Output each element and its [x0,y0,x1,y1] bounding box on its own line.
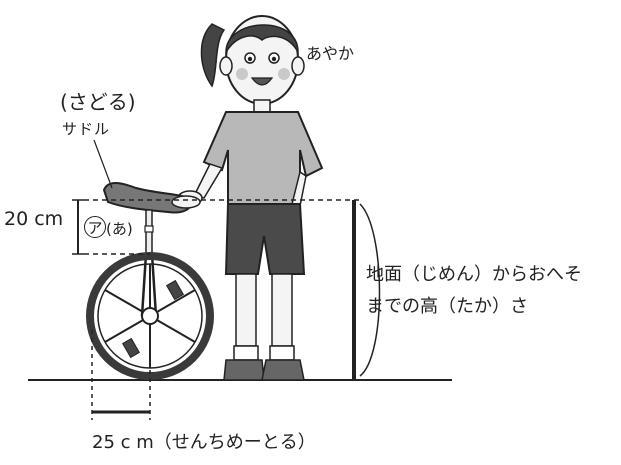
saddle-label: サドル [62,120,111,138]
dimension-25-label: 25 c m（せんちめーとる） [92,432,316,453]
girl-figure-icon [177,15,324,381]
dimension-20-label: 20 cm [4,208,64,230]
unicycle-icon [86,182,214,380]
dimension-25-bracket [91,330,151,420]
saddle-reading-label: (さどる) [60,90,136,114]
height-label-line2: までの高（たか）さ [366,296,528,317]
girl-name-label: あやか [306,44,355,63]
mark-a-reading-label: (あ) [106,220,133,238]
navel-height-bar [352,200,381,380]
saddle-pointer [93,139,113,189]
mark-a-label: ア [84,216,106,238]
dimension-20-bracket [72,199,360,255]
height-label-line1: 地面（じめん）からおへそ [366,264,582,285]
